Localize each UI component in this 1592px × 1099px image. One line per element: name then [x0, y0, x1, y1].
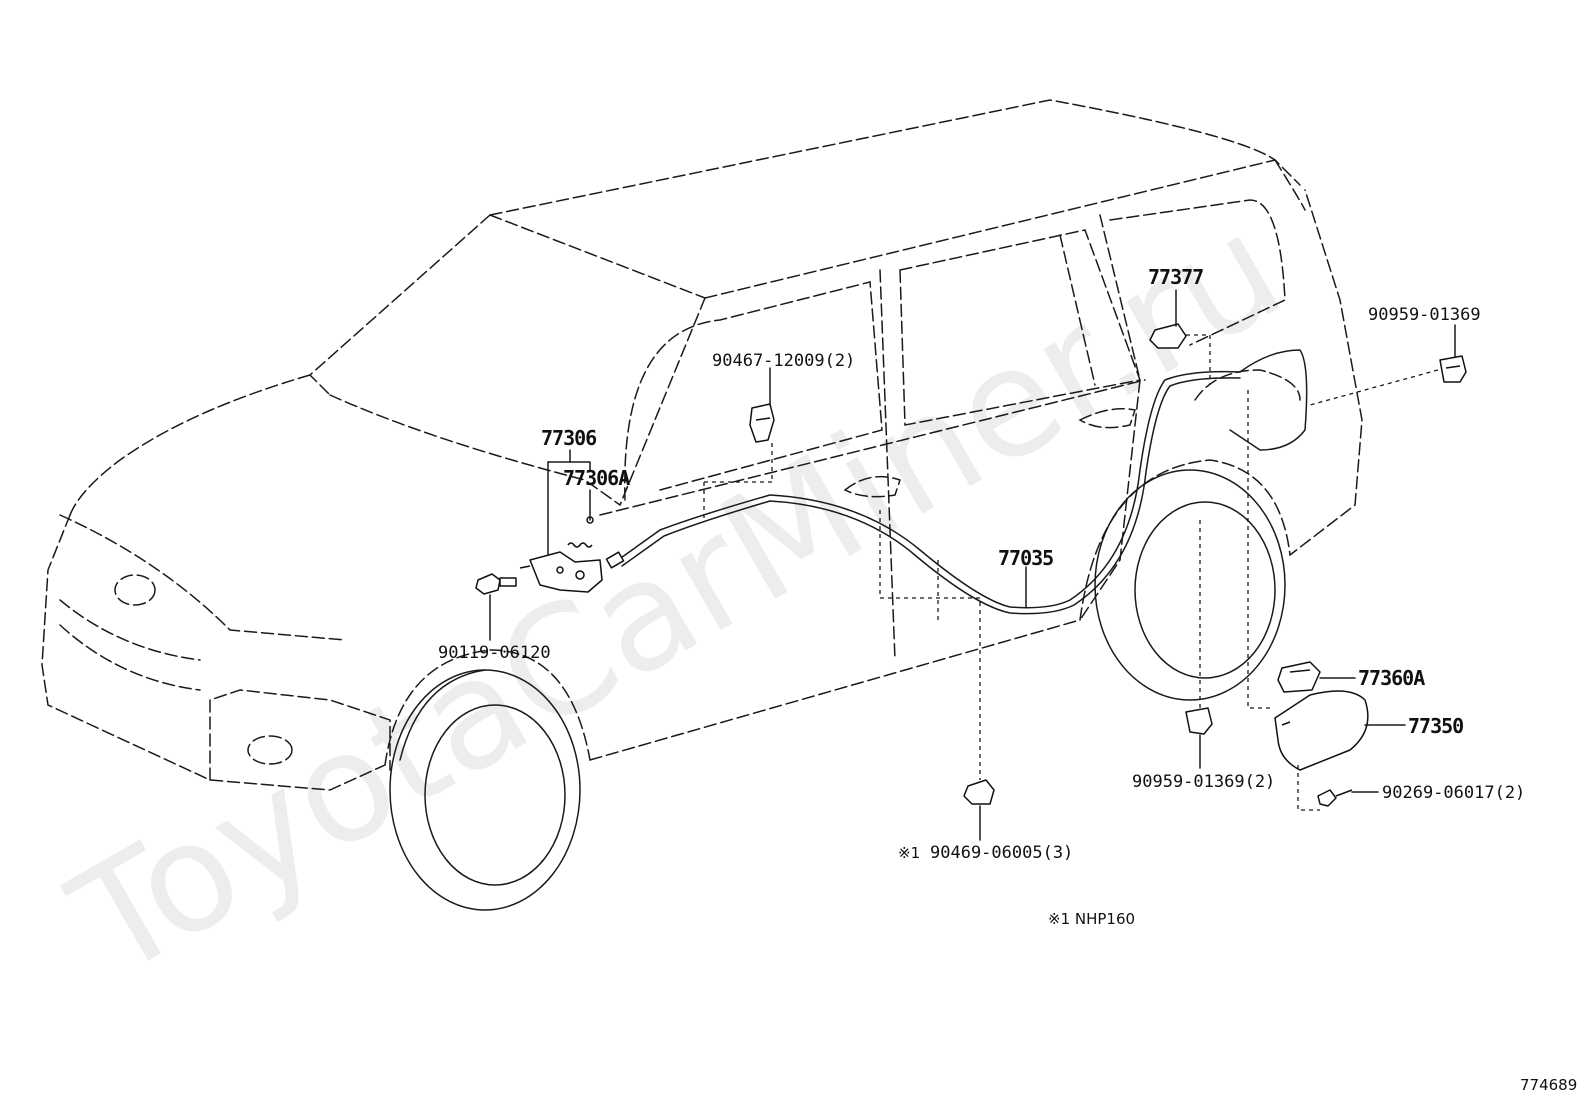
label-90469-mark: ※1	[898, 844, 920, 862]
label-77035: 77035	[998, 546, 1053, 570]
diagram-id: 774689	[1520, 1076, 1577, 1094]
hinge-77360A	[1277, 661, 1321, 693]
clip-90467	[749, 403, 775, 443]
leader-lines	[489, 289, 1456, 841]
vehicle-outline	[41, 99, 1363, 791]
clamp-90959-bottom	[1185, 707, 1213, 735]
fuel-filler-lid	[1274, 690, 1369, 771]
label-77306A: 77306A	[563, 466, 630, 490]
label-90269-06017: 90269-06017(2)	[1382, 783, 1525, 803]
clip-90469	[963, 779, 995, 805]
clamp-90959-top	[1439, 355, 1467, 383]
footnote-nhp160: ※1 NHP160	[1048, 910, 1135, 928]
label-77360A: 77360A	[1358, 666, 1425, 690]
front-wheel	[389, 669, 581, 911]
fuel-lid-release-cable	[605, 349, 1308, 615]
label-90959-01369-bottom: 90959-01369(2)	[1132, 772, 1275, 792]
label-90959-01369-top: 90959-01369	[1368, 305, 1481, 325]
label-77306: 77306	[541, 426, 596, 450]
label-77377: 77377	[1148, 265, 1203, 289]
fuel-lid-lever	[519, 551, 603, 593]
label-90469-06005: 90469-06005(3)	[930, 843, 1073, 863]
label-90119-06120: 90119-06120	[438, 643, 551, 663]
screw-90269	[1317, 789, 1353, 807]
label-77350: 77350	[1408, 714, 1463, 738]
label-90467-12009: 90467-12009(2)	[712, 351, 855, 371]
watermark-text: ToyotaCarMiner.ru	[45, 181, 1309, 1011]
rear-wheel	[1094, 469, 1286, 701]
bolt-90119	[475, 573, 517, 595]
lever-spring	[567, 516, 594, 548]
lock-actuator-77377	[1149, 323, 1187, 349]
